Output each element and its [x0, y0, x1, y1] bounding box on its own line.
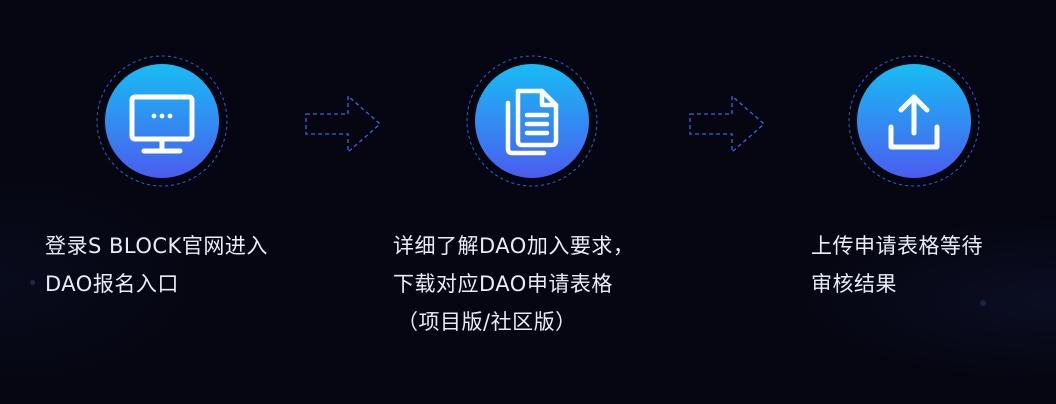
- step-1-line-2: DAO报名入口: [45, 272, 179, 296]
- step-3-icon-badge: [846, 53, 982, 189]
- step-3-line-1: 上传申请表格等待: [811, 234, 983, 258]
- step-2-line-1: 详细了解DAO加入要求，: [393, 234, 635, 258]
- step-3-description: 上传申请表格等待 审核结果: [811, 227, 983, 303]
- step-1-icon-badge: [94, 53, 230, 189]
- step-2-line-3: （项目版/社区版）: [397, 310, 577, 334]
- decoration-dot: [980, 300, 986, 306]
- step-2-icon-badge: [464, 53, 600, 189]
- upload-icon: [888, 94, 940, 150]
- monitor-icon: [129, 94, 195, 154]
- decoration-dot: [30, 280, 35, 285]
- step-3-line-2: 审核结果: [811, 272, 897, 296]
- arrow-right-icon: [304, 92, 384, 156]
- step-1-line-1: 登录S BLOCK官网进入: [45, 234, 268, 258]
- arrow-right-icon: [688, 92, 768, 156]
- step-2-description: 详细了解DAO加入要求， 下载对应DAO申请表格 （项目版/社区版）: [393, 227, 634, 341]
- step-2-line-2: 下载对应DAO申请表格: [393, 272, 613, 296]
- step-1-description: 登录S BLOCK官网进入 DAO报名入口: [45, 227, 268, 303]
- document-icon: [505, 88, 559, 156]
